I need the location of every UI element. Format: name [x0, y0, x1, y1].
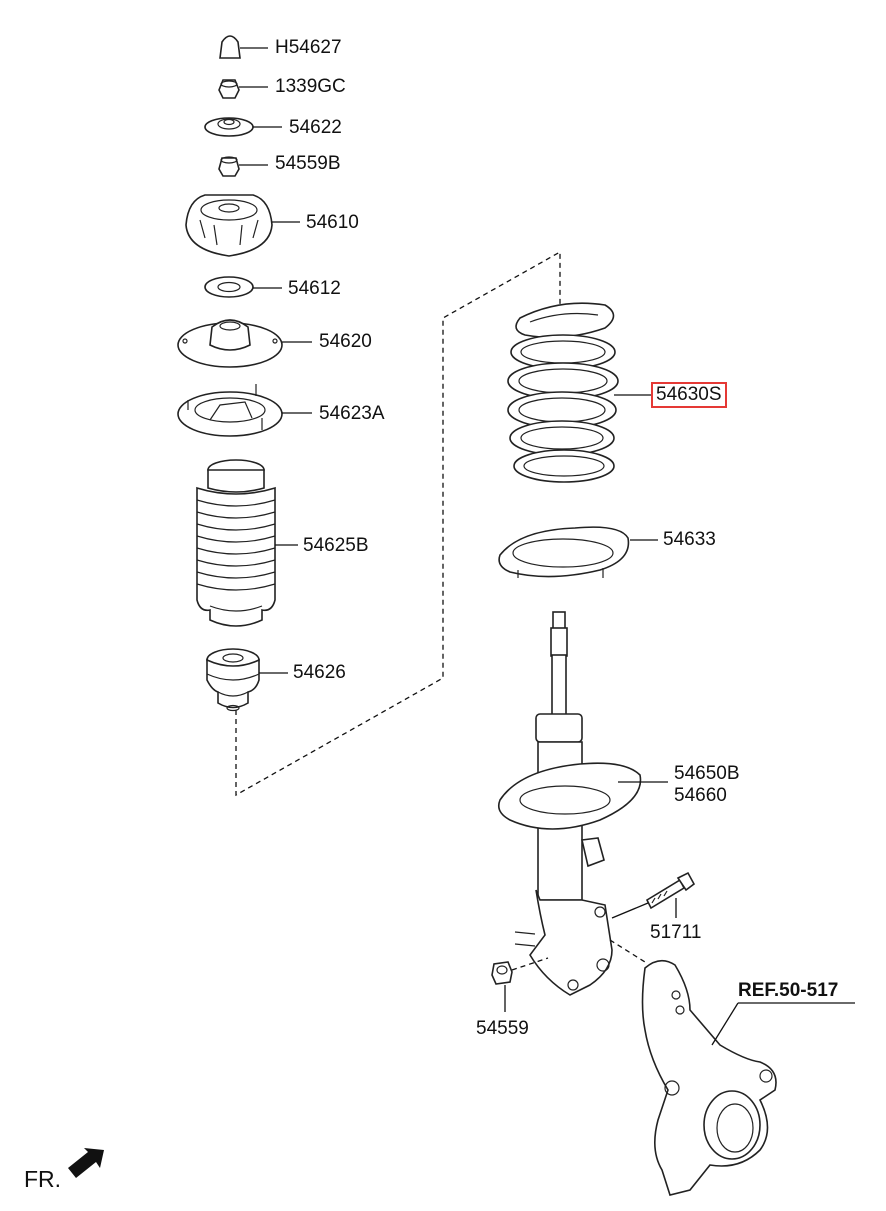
front-direction-arrow-icon: [68, 1148, 104, 1178]
part-label-54626[interactable]: 54626: [293, 662, 346, 683]
strut-assembly-icon[interactable]: [497, 611, 668, 996]
bumper-rubber-icon[interactable]: [206, 648, 288, 712]
part-label-54622[interactable]: 54622: [289, 117, 342, 138]
bolt-icon[interactable]: [609, 871, 696, 963]
part-label-1339gc[interactable]: 1339GC: [275, 76, 346, 97]
front-direction-label: FR.: [24, 1166, 62, 1192]
part-label-54612[interactable]: 54612: [288, 278, 341, 299]
bump-stopper-cap-icon[interactable]: [219, 35, 268, 59]
coil-spring-icon[interactable]: [507, 302, 652, 483]
mounting-washer-icon[interactable]: [204, 117, 282, 137]
self-locking-nut-icon[interactable]: [218, 79, 268, 99]
part-label-54559b[interactable]: 54559B: [275, 153, 341, 174]
part-label-54610[interactable]: 54610: [306, 212, 359, 233]
part-label-54660[interactable]: 54660: [674, 785, 727, 806]
part-label-54559[interactable]: 54559: [476, 1018, 529, 1039]
spring-upper-pad-icon[interactable]: [177, 384, 312, 437]
spring-upper-seat-icon[interactable]: [177, 319, 312, 368]
part-label-54650b[interactable]: 54650B: [674, 763, 740, 784]
nut-icon[interactable]: [491, 957, 549, 1012]
assembly-dashed-outline: [235, 250, 561, 797]
flange-nut-icon[interactable]: [218, 156, 268, 177]
part-label-54633[interactable]: 54633: [663, 529, 716, 550]
steering-knuckle-icon[interactable]: [641, 959, 856, 1196]
insulator-assembly-icon[interactable]: [185, 194, 300, 257]
part-label-54623a[interactable]: 54623A: [319, 403, 385, 424]
dust-cover-icon[interactable]: [196, 459, 298, 627]
spring-lower-pad-icon[interactable]: [498, 526, 658, 578]
part-label-h54627[interactable]: H54627: [275, 37, 342, 58]
bearing-icon[interactable]: [204, 276, 282, 298]
part-label-54625b[interactable]: 54625B: [303, 535, 369, 556]
part-label-51711[interactable]: 51711: [650, 922, 702, 943]
reference-label[interactable]: REF.50-517: [738, 980, 839, 1001]
part-label-54620[interactable]: 54620: [319, 331, 372, 352]
part-label-54630s-highlighted[interactable]: 54630S: [651, 382, 727, 408]
